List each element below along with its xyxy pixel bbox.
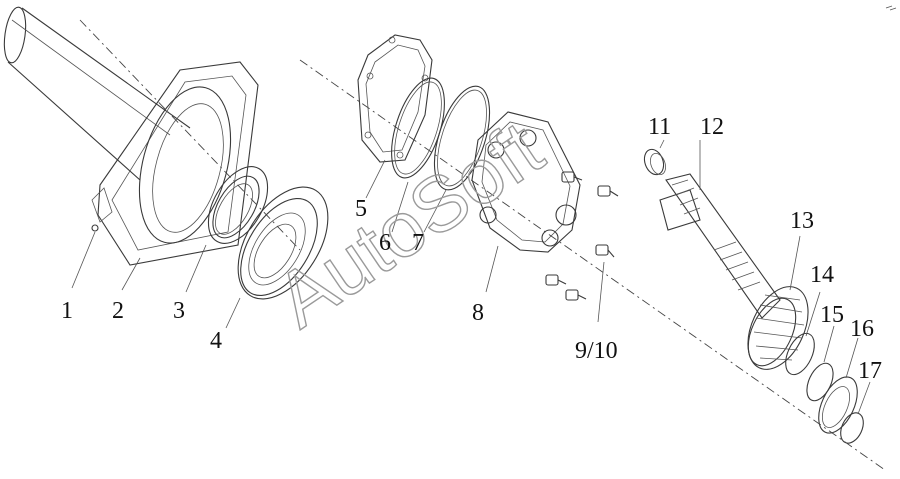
watermark: AutoSoft (260, 104, 558, 344)
callout-17: 17 (858, 358, 882, 384)
part-bolts (545, 171, 619, 323)
callout-1: 1 (61, 298, 73, 324)
part-o-rings (391, 77, 491, 233)
center-axis (299, 59, 886, 471)
part-needle-bearing (643, 139, 666, 176)
part-shaft (659, 140, 781, 319)
callout-11: 11 (648, 114, 671, 140)
callout-9-10: 9/10 (575, 338, 618, 364)
center-axis-left (79, 19, 301, 251)
part-oil-seal (185, 166, 269, 293)
callout-4: 4 (210, 328, 222, 354)
part-gear (747, 235, 809, 370)
callout-15: 15 (820, 302, 844, 328)
callout-14: 14 (810, 262, 834, 288)
callout-12: 12 (700, 114, 724, 140)
callout-6: 6 (379, 230, 391, 256)
callout-2: 2 (112, 298, 124, 324)
callout-8: 8 (472, 300, 484, 326)
callout-3: 3 (173, 298, 185, 324)
part-pin (71, 224, 99, 289)
callout-7: 7 (412, 230, 424, 256)
part-bearing (225, 186, 329, 329)
callout-13: 13 (790, 208, 814, 234)
part-housing-cover (3, 6, 259, 266)
callout-16: 16 (850, 316, 874, 342)
part-cover-plate (471, 111, 581, 293)
callout-5: 5 (355, 196, 367, 222)
